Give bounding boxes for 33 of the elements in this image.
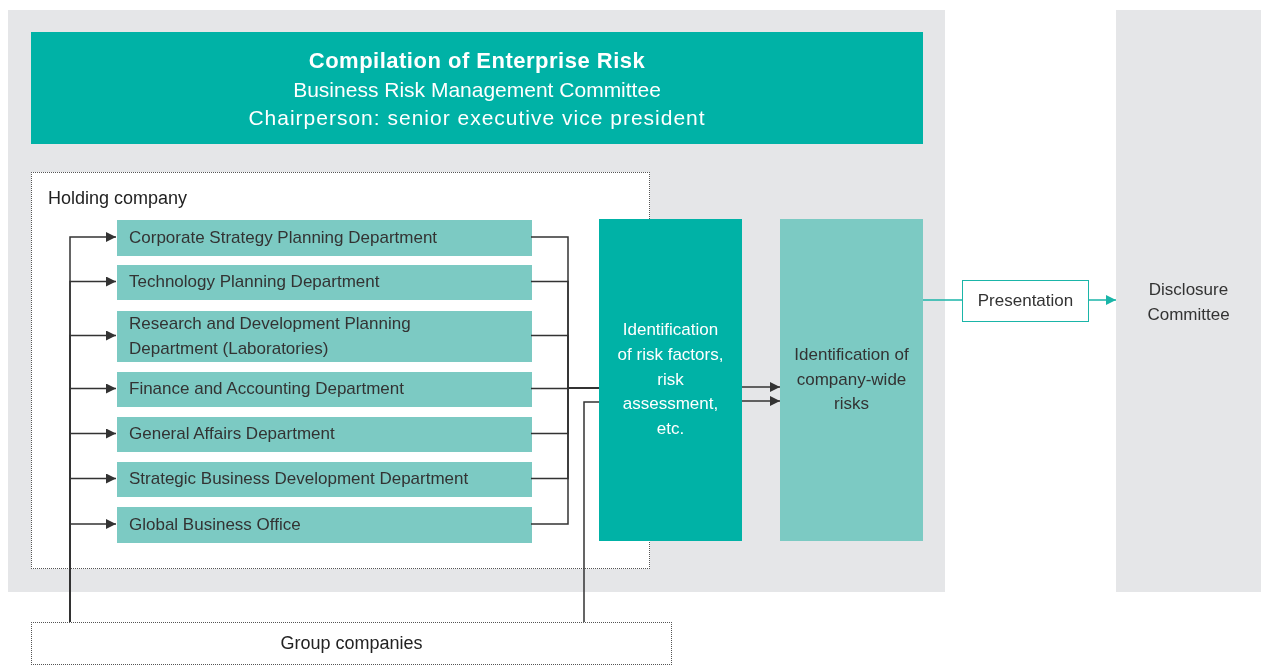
committee-banner bbox=[31, 32, 923, 144]
node-label: Disclosure Committee bbox=[1146, 279, 1231, 326]
node-label: Strategic Business Development Department bbox=[129, 468, 470, 491]
node-label: Finance and Accounting Department bbox=[129, 378, 405, 401]
node-label: Identification of company-wide risks bbox=[793, 344, 910, 416]
background-panel bbox=[8, 10, 945, 592]
presentation-box bbox=[962, 280, 1089, 322]
process-box bbox=[780, 219, 923, 541]
process-box bbox=[599, 219, 742, 541]
banner-title: Compilation of Enterprise Risk bbox=[307, 47, 647, 75]
department-box bbox=[117, 311, 532, 362]
banner-subtitle: Chairperson: senior executive vice president bbox=[247, 105, 707, 132]
department-box bbox=[117, 372, 532, 407]
connector-arrow bbox=[741, 396, 781, 406]
node-label: Presentation bbox=[976, 289, 1075, 312]
connector-arrow bbox=[1088, 295, 1117, 305]
department-box bbox=[117, 507, 532, 543]
department-box bbox=[117, 265, 532, 300]
node-label: Global Business Office bbox=[129, 513, 302, 536]
banner-subtitle: Business Risk Management Committee bbox=[292, 76, 662, 103]
node-label: Identification of risk factors, risk assessment, etc. bbox=[616, 319, 725, 440]
group-box bbox=[31, 622, 672, 665]
node-label: General Affairs Department bbox=[129, 423, 336, 446]
department-box bbox=[117, 462, 532, 497]
committee-band bbox=[1116, 10, 1261, 592]
node-label: Technology Planning Department bbox=[129, 271, 381, 294]
department-box bbox=[117, 220, 532, 256]
node-label: Corporate Strategy Planning Department bbox=[129, 226, 439, 249]
node-label: Group companies bbox=[279, 632, 424, 656]
node-label: Research and Development Planning Department (Laboratories) bbox=[129, 312, 412, 360]
node-label: Holding company bbox=[48, 187, 189, 210]
department-box bbox=[117, 417, 532, 452]
connector-arrow bbox=[741, 382, 781, 392]
